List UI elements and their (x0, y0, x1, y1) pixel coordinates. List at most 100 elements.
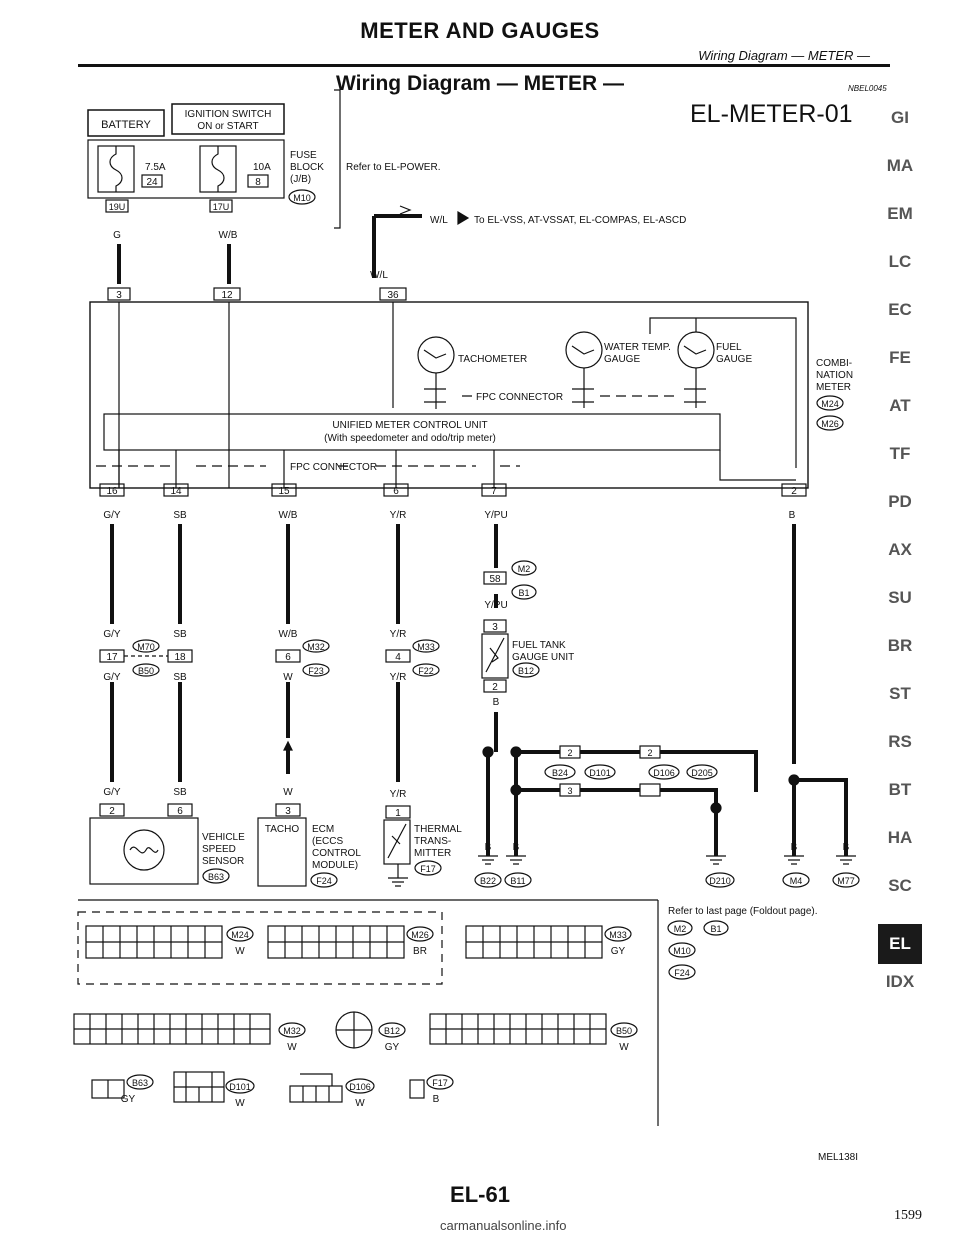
wire-wb-mid-label: W/B (279, 629, 298, 640)
conn-18-label: 18 (174, 652, 186, 663)
section-tab-ha[interactable]: HA (887, 828, 913, 847)
face-m33-color: GY (611, 946, 626, 957)
connector-face-f17 (409, 1079, 425, 1099)
top-wires (117, 244, 231, 284)
conn-m77-label: M77 (837, 876, 855, 886)
wire-yr-mid-label: Y/R (390, 629, 407, 640)
section-tab-rs[interactable]: RS (888, 732, 912, 751)
term-15-label: 15 (278, 486, 290, 497)
ref-f24-oval (668, 964, 696, 980)
fuel-tank-label-2: GAUGE UNIT (512, 652, 574, 663)
water-temp-gauge (565, 331, 603, 369)
section-tab-pd[interactable]: PD (888, 492, 912, 511)
term-12-label: 12 (221, 290, 233, 301)
term-14-label: 14 (170, 486, 182, 497)
conn-m10-label: M10 (293, 193, 311, 203)
ecm-term-3 (275, 803, 301, 817)
connector-face-d101 (173, 1071, 225, 1103)
fuse-block-label-2: BLOCK (290, 162, 324, 173)
meter-internal-lines (118, 302, 394, 488)
section-tab-gi[interactable]: GI (891, 108, 909, 127)
gauge-drop-lines (435, 368, 697, 409)
section-tab-tf[interactable]: TF (889, 444, 911, 463)
thermal-transmitter-box (383, 819, 411, 865)
face-m32-oval (278, 1022, 306, 1038)
section-code: NBEL0045 (848, 84, 887, 93)
conn-17u (209, 199, 233, 213)
ref-m2-oval (667, 920, 693, 936)
connector-face-b50 (429, 1013, 607, 1045)
arrow-marker-1 (399, 205, 412, 215)
wire-gy-mid-label: G/Y (103, 629, 121, 640)
section-tab-ax[interactable]: AX (888, 540, 912, 559)
conn-m26-oval (816, 415, 844, 431)
conn-m33-label: M33 (417, 642, 435, 652)
section-tab-ec[interactable]: EC (888, 300, 912, 319)
section-tab-ma[interactable]: MA (886, 156, 914, 175)
ref-m10-oval (668, 942, 696, 958)
conn-b11-oval (504, 872, 532, 888)
section-tab-fe[interactable]: FE (889, 348, 911, 367)
conn-m70-label: M70 (137, 642, 155, 652)
conn-m24-oval (816, 395, 844, 411)
gauge-feed-lines (649, 317, 797, 468)
vss-term-1 (167, 803, 193, 817)
face-m24-label: M24 (231, 930, 249, 940)
term-2-label: 2 (791, 486, 797, 497)
section-tab-idx[interactable]: IDX (885, 972, 915, 991)
section-tab-br[interactable]: BR (887, 636, 913, 655)
combination-meter-outline (89, 301, 809, 489)
combination-meter-label-2: NATION (816, 370, 853, 381)
connector-face-b63 (91, 1079, 125, 1099)
fuel-tank-wire-b: B (493, 697, 500, 708)
face-b63-label: B63 (132, 1078, 148, 1088)
wire-w-label: W (283, 672, 293, 683)
ref-b1-oval (703, 920, 729, 936)
conn-m32-oval (302, 639, 330, 653)
fpc-upper-ticks (424, 388, 706, 403)
watermark-text: carmanualsonline.info (440, 1218, 567, 1233)
fuel-gauge-label-2: GAUGE (716, 354, 752, 365)
section-tab-lc[interactable]: LC (888, 252, 912, 271)
connector-group-dashed (77, 911, 443, 985)
conn-58 (483, 571, 507, 585)
ground-symbols (478, 810, 856, 865)
ecm-wire-w-label: W (283, 787, 293, 798)
vss-term-2-label: 2 (109, 806, 115, 817)
splice-2a-label: 2 (567, 748, 572, 758)
water-temp-label-1: WATER TEMP. (604, 342, 671, 353)
face-m33-label: M33 (609, 930, 627, 940)
ground-m77-wire: B (843, 842, 850, 853)
conn-f23-oval (302, 663, 330, 677)
unified-unit-label-2: (With speedometer and odo/trip meter) (324, 433, 496, 444)
term-3 (107, 287, 131, 301)
section-tab-el[interactable]: EL (878, 924, 922, 964)
section-tab-bt[interactable]: BT (888, 780, 912, 799)
refer-power-text: Refer to EL-POWER. (346, 162, 440, 173)
face-d101-color: W (235, 1098, 245, 1109)
section-tab-st[interactable]: ST (889, 684, 911, 703)
wire-gy-label: G/Y (103, 510, 121, 521)
vss-term-2 (99, 803, 125, 817)
tachometer-needle (423, 349, 447, 359)
conn-d205-oval (686, 764, 718, 780)
arrow-right-icon (457, 210, 470, 226)
conn-d101-oval (584, 764, 616, 780)
wire-gy-lower-label: G/Y (103, 672, 121, 683)
conn-4-label: 4 (395, 652, 401, 663)
conn-b24-label: B24 (552, 768, 568, 778)
conn-m26-label: M26 (821, 419, 839, 429)
section-tab-em[interactable]: EM (887, 204, 913, 223)
splice-3-label: 3 (567, 786, 572, 796)
section-tab-su[interactable]: SU (888, 588, 912, 607)
meter-output-lines (118, 450, 495, 488)
combination-meter-label-3: METER (816, 382, 851, 393)
fuse-75-rating: 7.5A (145, 162, 166, 173)
section-tab-sc[interactable]: SC (888, 876, 912, 895)
unified-meter-control-unit (103, 413, 721, 451)
conn-d210-oval (705, 872, 735, 888)
section-tab-at[interactable]: AT (889, 396, 911, 415)
term-36-label: 36 (387, 290, 399, 301)
face-d101-label: D101 (229, 1082, 251, 1092)
